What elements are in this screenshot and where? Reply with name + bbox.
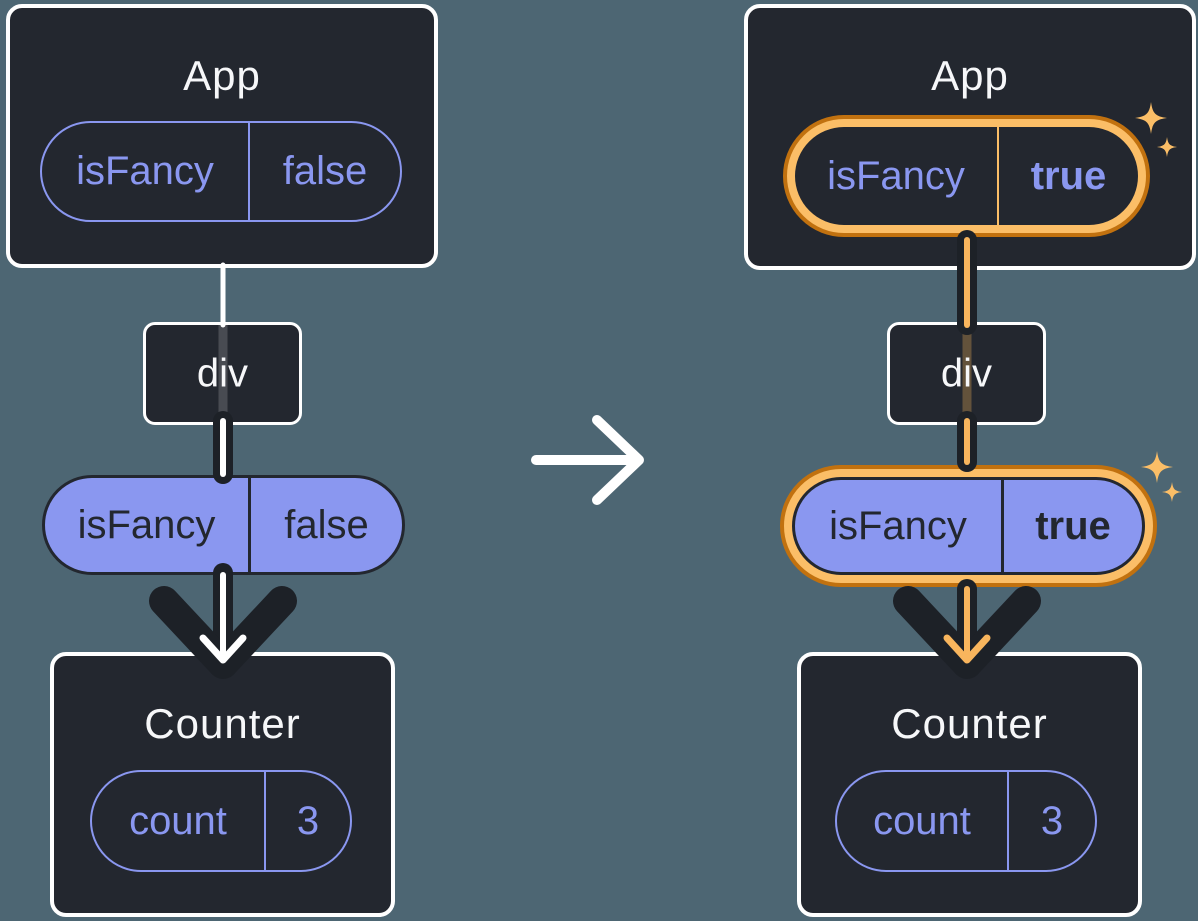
after-counter-state-pill: count 3	[835, 770, 1097, 872]
after-counter-state-value: 3	[1007, 772, 1095, 870]
before-app-card: App isFancy false	[6, 4, 438, 268]
after-app-prop-pill-highlight: isFancy true	[783, 115, 1150, 237]
after-passed-prop-value: true	[1001, 480, 1142, 572]
after-div-label: div	[940, 351, 993, 395]
before-passed-prop-value: false	[248, 478, 402, 572]
before-passed-prop-pill: isFancy false	[42, 475, 405, 575]
after-app-prop-pill: isFancy true	[795, 127, 1138, 225]
before-counter-title: Counter	[144, 700, 301, 747]
before-app-prop-value: false	[248, 123, 400, 220]
after-div-card: div	[887, 322, 1046, 425]
after-passed-prop-pill-highlight: isFancy true	[780, 465, 1157, 587]
before-app-title: App	[183, 52, 261, 99]
before-app-prop-pill: isFancy false	[40, 121, 402, 222]
transition-arrow-icon	[531, 415, 644, 505]
after-counter-title: Counter	[891, 700, 1048, 747]
before-prop-flow-arrow-icon	[149, 563, 297, 679]
after-app-card: App isFancy true	[744, 4, 1196, 270]
before-counter-state-name: count	[129, 798, 227, 843]
after-app-title: App	[931, 52, 1009, 99]
sparkle-icon	[1162, 482, 1182, 502]
before-div-label: div	[196, 351, 249, 395]
after-app-prop-name: isFancy	[827, 153, 965, 198]
after-passed-prop-pill: isFancy true	[792, 477, 1145, 575]
before-div-prop-line	[218, 325, 227, 422]
after-div-prop-line	[962, 325, 971, 422]
before-app-prop-name: isFancy	[76, 149, 214, 193]
before-counter-state-pill: count 3	[90, 770, 352, 872]
after-counter-card: Counter count 3	[797, 652, 1142, 917]
before-passed-prop-name: isFancy	[77, 502, 216, 547]
before-counter-state-value: 3	[264, 772, 350, 870]
before-div-card: div	[143, 322, 302, 425]
sparkle-icon	[1141, 451, 1173, 483]
after-counter-state-name: count	[873, 798, 971, 843]
before-counter-card: Counter count 3	[50, 652, 395, 917]
after-passed-prop-name: isFancy	[829, 503, 967, 548]
after-app-prop-value: true	[997, 127, 1138, 225]
